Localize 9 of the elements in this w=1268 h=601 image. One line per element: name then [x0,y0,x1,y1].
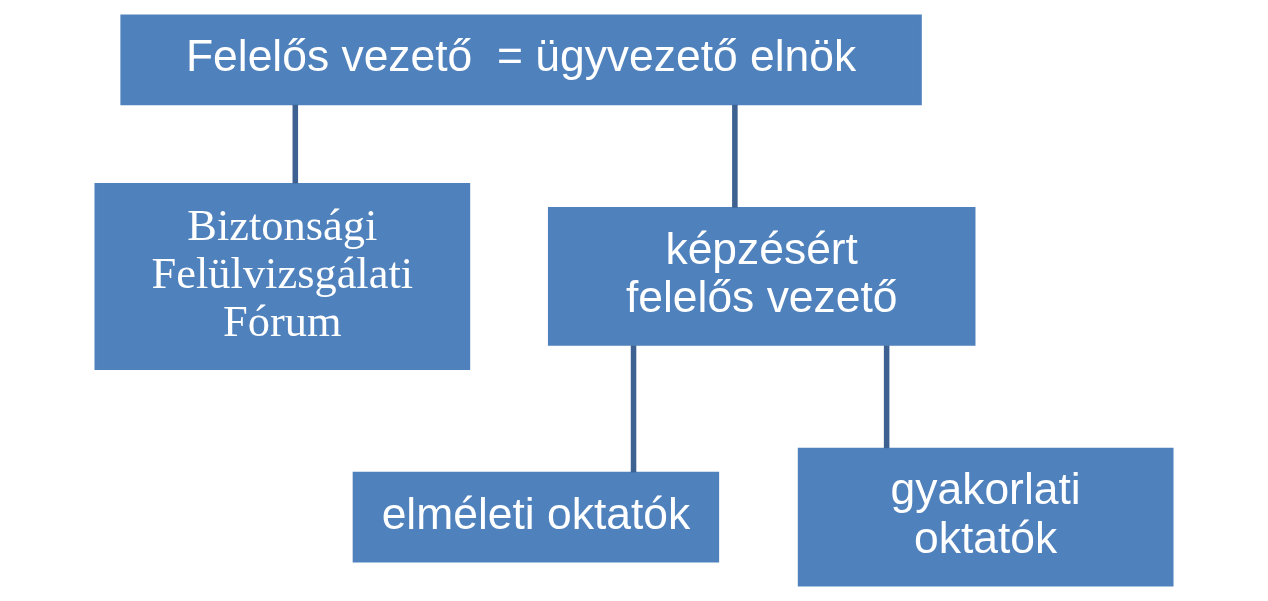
node-box: gyakorlati oktatók [797,447,1174,587]
node-box: képzésért felelős vezető [547,207,976,346]
connector [292,104,299,184]
node-box: elméleti oktatók [352,471,720,563]
connector [883,345,890,449]
node-box: Biztonsági Felülvizsgálati Fórum [94,182,471,370]
node-box: Felelős vezető = ügyvezető elnök [120,14,922,106]
connector [732,104,738,208]
connector [630,345,637,473]
